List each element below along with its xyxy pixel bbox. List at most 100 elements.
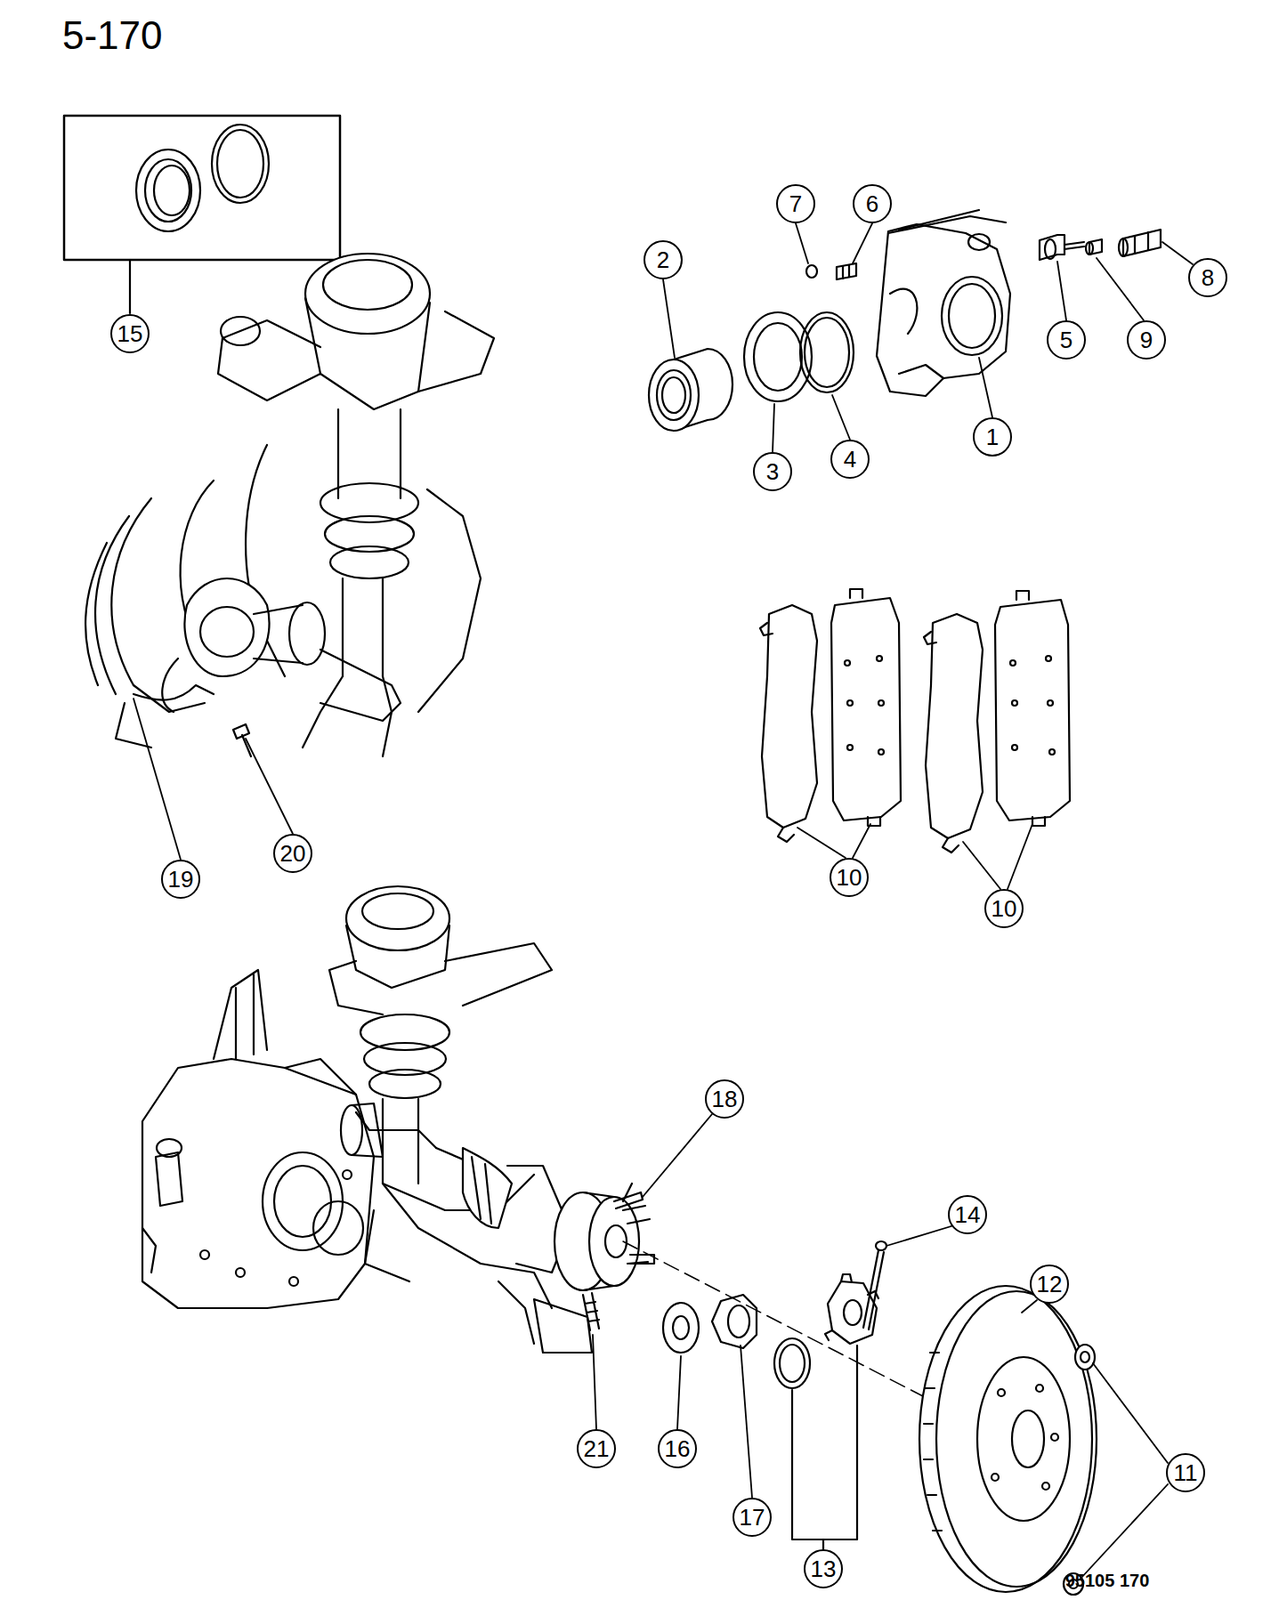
upper-suspension-assembly-part xyxy=(418,489,481,713)
brake-pads-part xyxy=(876,655,883,662)
brake-pads-part xyxy=(844,660,850,666)
brake-rotor-part xyxy=(936,1291,1097,1587)
transaxle-part xyxy=(289,1277,299,1287)
brake-pads-part xyxy=(1049,749,1055,755)
caliper-housing xyxy=(876,210,1011,397)
lower-suspension-assembly-part xyxy=(382,1174,535,1211)
leader-lines xyxy=(133,223,1193,1579)
caliper-housing-part xyxy=(898,210,980,230)
figure-code: 95105 170 xyxy=(1065,1571,1150,1590)
leader-lines-part xyxy=(795,223,809,264)
leader-lines-part xyxy=(1162,242,1193,265)
guide-pins-part xyxy=(1085,242,1093,255)
callout-number: 4 xyxy=(843,447,857,471)
brake-pads-part xyxy=(831,598,901,821)
upper-suspension-assembly-part xyxy=(184,578,269,677)
hub-hardware-part xyxy=(672,1316,689,1340)
brake-rotor-part xyxy=(923,1352,942,1531)
piston-seals xyxy=(744,312,854,402)
piston-seals-part xyxy=(800,312,854,393)
seal-kit-part xyxy=(153,165,190,216)
brake-pads-part xyxy=(995,599,1070,821)
caliper-piston-part xyxy=(662,377,686,413)
caliper-piston-part xyxy=(656,370,691,421)
upper-suspension-assembly-part xyxy=(200,607,254,657)
callout-circle: 14 xyxy=(947,1195,988,1235)
brake-rotor xyxy=(919,1286,1097,1595)
brake-pads-part xyxy=(1047,700,1053,706)
upper-suspension-assembly-part xyxy=(305,298,430,410)
leader-lines-part xyxy=(592,1335,597,1430)
seal-kit-part xyxy=(145,159,192,222)
callout-number: 8 xyxy=(1201,266,1215,290)
callout-number: 17 xyxy=(739,1505,766,1530)
brake-pads-part xyxy=(847,700,853,706)
brake-rotor-part xyxy=(991,1473,999,1482)
callout-circle: 13 xyxy=(803,1549,843,1589)
leader-lines-part xyxy=(979,357,993,418)
lower-suspension-assembly-part xyxy=(346,925,450,988)
caliper-bushings xyxy=(806,263,857,280)
brake-pads-part xyxy=(761,605,818,828)
leader-lines-part xyxy=(1007,824,1033,890)
lower-suspension-assembly-part xyxy=(369,1069,441,1099)
callout-circle: 10 xyxy=(829,858,869,898)
brake-pads-part xyxy=(849,589,863,599)
callout-circle: 5 xyxy=(1046,320,1086,360)
brake-rotor-part xyxy=(1011,1410,1045,1468)
brake-pads-part xyxy=(878,700,884,706)
upper-suspension-assembly-part xyxy=(133,685,214,701)
leader-lines-part xyxy=(677,1356,681,1430)
leader-lines-part xyxy=(133,698,181,860)
callout-circle: 7 xyxy=(776,184,816,224)
brake-pads-part xyxy=(1016,590,1029,600)
callout-number: 11 xyxy=(1173,1461,1198,1485)
caliper-bushings-part xyxy=(836,263,857,280)
brake-rotor-part xyxy=(1042,1482,1050,1490)
brake-pads xyxy=(760,589,1070,853)
seal-kit-part xyxy=(211,124,269,203)
callout-number: 10 xyxy=(991,897,1018,921)
caliper-housing-part xyxy=(876,224,1011,397)
callout-circle: 17 xyxy=(732,1497,772,1538)
caliper-housing-part xyxy=(898,364,944,379)
callout-number: 16 xyxy=(664,1437,691,1461)
seal-kit xyxy=(64,115,340,314)
transaxle-part xyxy=(235,1268,245,1278)
transaxle-part xyxy=(262,1152,343,1251)
hub-hardware-part xyxy=(663,1303,699,1353)
caliper-housing-part xyxy=(948,283,996,349)
upper-suspension-assembly-part xyxy=(330,546,409,579)
brake-rotor-part xyxy=(977,1357,1070,1522)
brake-rotor-part xyxy=(997,1389,1005,1397)
upper-suspension-assembly-part xyxy=(342,578,383,677)
callout-circle: 9 xyxy=(1126,320,1166,360)
hub-hardware-part xyxy=(792,1345,858,1550)
upper-suspension-assembly-part xyxy=(418,311,494,392)
transaxle-part xyxy=(213,970,268,1060)
upper-suspension-assembly-part xyxy=(111,498,152,686)
caliper-piston-part xyxy=(648,359,699,431)
brake-pads-part xyxy=(1010,660,1016,666)
leader-lines-part xyxy=(772,404,775,453)
transaxle-part xyxy=(342,1170,352,1180)
lower-suspension-assembly-part xyxy=(362,893,434,930)
piston-seals-part xyxy=(753,323,802,391)
callout-number: 2 xyxy=(656,248,670,272)
callout-number: 19 xyxy=(168,867,195,891)
hub-bearing-part xyxy=(582,1293,599,1331)
caliper-piston xyxy=(648,348,733,431)
caliper-bushings-part xyxy=(806,265,818,278)
brake-rotor-part xyxy=(919,1286,1093,1593)
transaxle-part xyxy=(313,1201,364,1255)
hub-hardware-part xyxy=(779,1344,805,1383)
lower-suspension-assembly-part xyxy=(329,961,383,1015)
callout-number: 21 xyxy=(583,1437,610,1461)
lower-suspension-assembly-part xyxy=(471,1157,492,1224)
seal-kit-part xyxy=(136,149,201,232)
callout-circle: 8 xyxy=(1188,258,1228,298)
leader-lines-part xyxy=(1021,1300,1037,1313)
hub-hardware-part xyxy=(863,1250,884,1330)
